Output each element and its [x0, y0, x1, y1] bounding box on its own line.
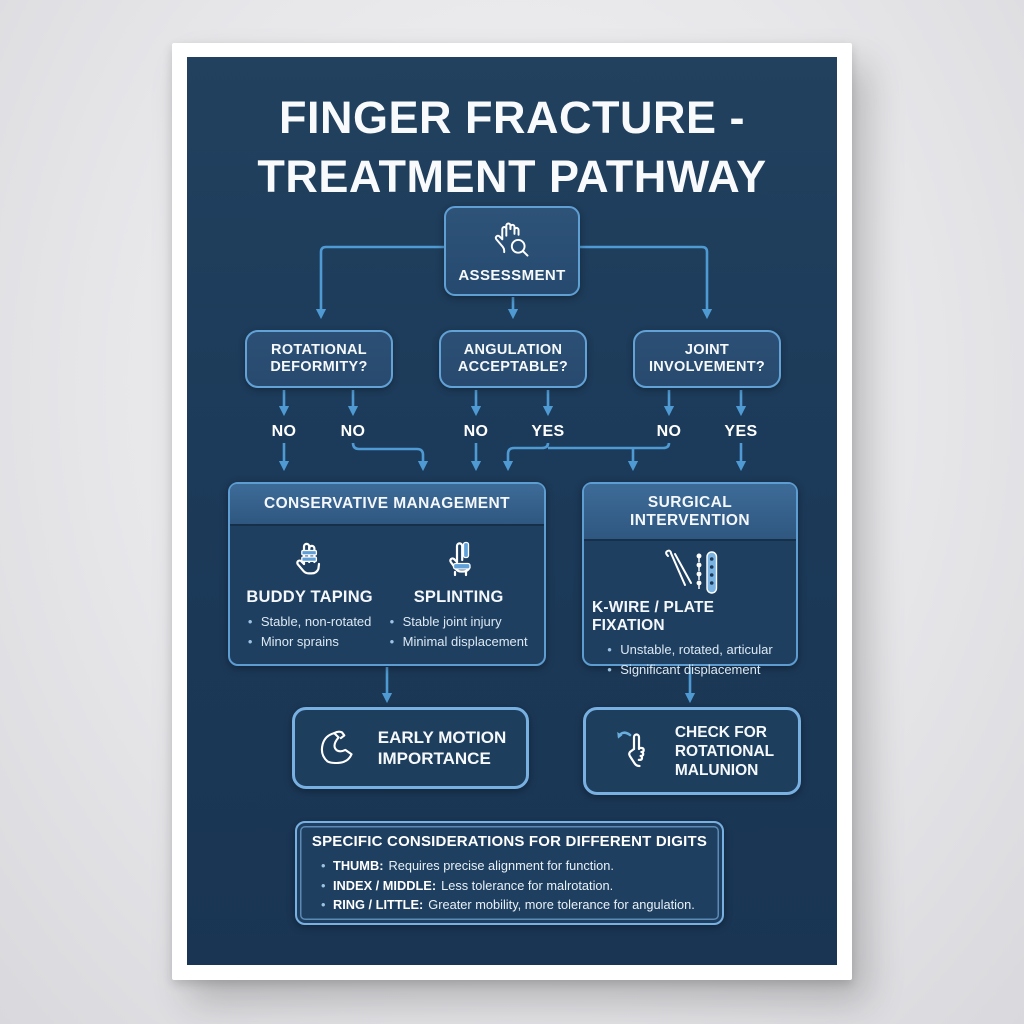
decision-joint-involvement: JOINT INVOLVEMENT?: [633, 330, 781, 388]
rotating-finger-icon: [617, 731, 645, 768]
bullet-item: Stable joint injury: [390, 612, 528, 632]
assessment-label: ASSESSMENT: [458, 267, 566, 284]
buddy-taping-bullets: Stable, non-rotated Minor sprains: [248, 612, 372, 652]
consideration-term: RING / LITTLE:: [333, 897, 424, 912]
conservative-panel-header: CONSERVATIVE MANAGEMENT: [230, 484, 544, 526]
flexed-arm-icon: [320, 730, 353, 765]
branch-label-yes: YES: [724, 423, 758, 440]
check-rotational-text: CHECK FOR ROTATIONAL MALUNION: [675, 723, 774, 780]
consideration-item: RING / LITTLE: Greater mobility, more tol…: [321, 895, 708, 915]
early-motion-text: EARLY MOTION IMPORTANCE: [378, 727, 506, 769]
bullet-item: Minimal displacement: [390, 632, 528, 652]
kwire-plate-icon: [665, 549, 718, 594]
branch-label-no: NO: [271, 423, 297, 440]
bullet-item: Unstable, rotated, articular: [607, 640, 772, 660]
conservative-management-panel: CONSERVATIVE MANAGEMENT BUDDY TAPING Sta…: [228, 482, 546, 666]
considerations-list: THUMB: Requires precise alignment for fun…: [297, 856, 722, 915]
check-rotational-line2: ROTATIONAL: [674, 742, 775, 760]
buddy-taping-icon: [295, 542, 320, 575]
bullet-item: Minor sprains: [248, 632, 372, 652]
decision-angulation-acceptable: ANGULATION ACCEPTABLE?: [439, 330, 587, 388]
kwire-plate-bullets: Unstable, rotated, articular Significant…: [607, 640, 772, 680]
branch-label-yes: YES: [531, 423, 565, 440]
surgical-header-line2: INTERVENTION: [630, 511, 750, 529]
consideration-item: THUMB: Requires precise alignment for fun…: [321, 856, 708, 876]
early-motion-node: EARLY MOTION IMPORTANCE: [292, 707, 529, 789]
buddy-taping-option: BUDDY TAPING Stable, non-rotated Minor s…: [246, 534, 373, 652]
considerations-title: SPECIFIC CONSIDERATIONS FOR DIFFERENT DI…: [311, 833, 708, 850]
consideration-text: Greater mobility, more tolerance for ang…: [428, 897, 695, 912]
surgical-panel-header: SURGICAL INTERVENTION: [584, 484, 796, 541]
surgical-header-line1: SURGICAL: [647, 493, 733, 511]
conservative-panel-body: BUDDY TAPING Stable, non-rotated Minor s…: [230, 526, 544, 652]
consideration-text: Requires precise alignment for function.: [388, 858, 614, 873]
buddy-taping-label: BUDDY TAPING: [246, 588, 373, 606]
finger-splint-icon: [448, 541, 471, 577]
poster-title-line1: FINGER FRACTURE -: [279, 92, 745, 143]
bullet-item: Significant displacement: [607, 660, 772, 680]
decision-line: JOINT: [684, 342, 730, 358]
kwire-plate-option: K-WIRE / PLATE FIXATION Unstable, rotate…: [592, 549, 788, 680]
poster-title: FINGER FRACTURE - TREATMENT PATHWAY: [187, 88, 837, 206]
decision-line: DEFORMITY?: [270, 359, 368, 375]
poster-title-line2: TREATMENT PATHWAY: [257, 151, 767, 202]
surgical-intervention-panel: SURGICAL INTERVENTION: [582, 482, 798, 680]
consideration-text: Less tolerance for malrotation.: [441, 877, 614, 893]
considerations-panel: SPECIFIC CONSIDERATIONS FOR DIFFERENT DI…: [295, 821, 724, 925]
consideration-item: INDEX / MIDDLE:Less tolerance for malrot…: [321, 876, 708, 896]
bullet-item: Stable, non-rotated: [248, 612, 372, 632]
decision-line: INVOLVEMENT?: [648, 359, 766, 375]
consideration-term: THUMB:: [333, 858, 384, 873]
branch-label-no: NO: [656, 423, 682, 440]
check-rotational-line3: MALUNION: [674, 761, 759, 779]
splinting-bullets: Stable joint injury Minimal displacement: [390, 612, 528, 652]
consideration-term: INDEX / MIDDLE:: [333, 877, 437, 893]
decision-line: ACCEPTABLE?: [457, 359, 569, 375]
branch-label-no: NO: [340, 423, 366, 440]
early-motion-line1: EARLY MOTION: [377, 728, 507, 747]
decision-line: ROTATIONAL: [271, 342, 367, 358]
splinting-label: SPLINTING: [413, 588, 504, 606]
decision-rotational-deformity: ROTATIONAL DEFORMITY?: [245, 330, 393, 388]
assessment-node: ASSESSMENT: [444, 206, 580, 296]
kwire-plate-label: K-WIRE / PLATE FIXATION: [592, 599, 715, 634]
check-rotational-line1: CHECK FOR: [674, 723, 767, 741]
check-rotational-malunion-node: CHECK FOR ROTATIONAL MALUNION: [583, 707, 801, 795]
splinting-option: SPLINTING Stable joint injury Minimal di…: [390, 534, 528, 652]
decision-line: ANGULATION: [463, 342, 563, 358]
hand-magnifier-icon: [494, 222, 529, 257]
branch-label-no: NO: [463, 423, 489, 440]
early-motion-line2: IMPORTANCE: [377, 749, 491, 768]
surgical-panel-body: K-WIRE / PLATE FIXATION Unstable, rotate…: [584, 541, 796, 680]
